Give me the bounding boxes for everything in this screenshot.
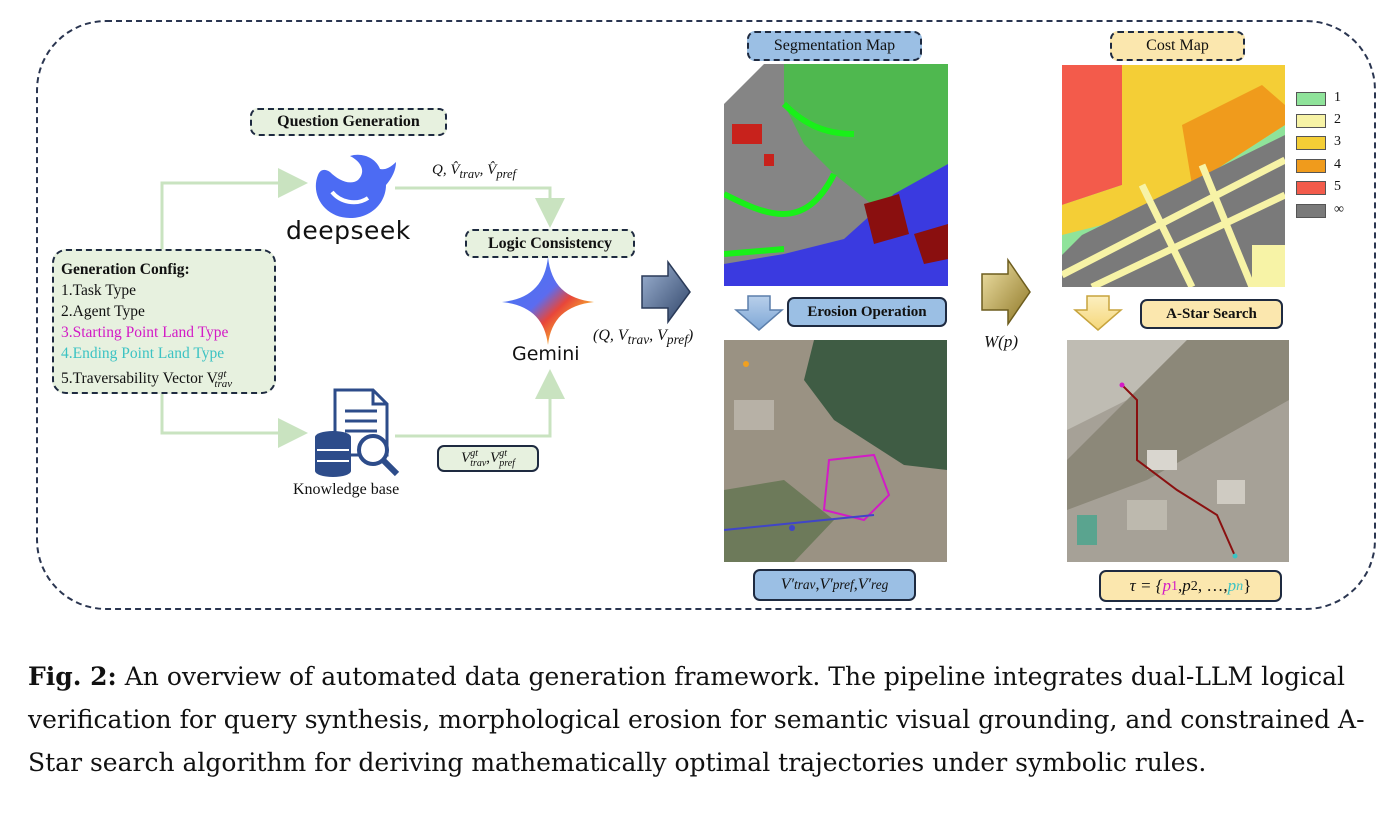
config-item-end: 4.Ending Point Land Type xyxy=(61,345,225,362)
q-tuple-label: (Q, Vtrav, Vpref) xyxy=(593,327,694,348)
config-item-agent: 2.Agent Type xyxy=(61,303,145,320)
question-generation-label: Question Generation xyxy=(277,113,420,130)
legend-label-2: 2 xyxy=(1334,112,1341,127)
caption-text: An overview of automated data generation… xyxy=(28,662,1365,777)
segmentation-map-tag: Segmentation Map xyxy=(747,31,922,61)
a-star-search-label: A-Star Search xyxy=(1166,305,1257,322)
legend-swatch-3 xyxy=(1296,136,1326,150)
gemini-label: Gemini xyxy=(512,343,580,365)
config-item-task: 1.Task Type xyxy=(61,282,137,299)
erosion-satellite-image xyxy=(724,340,947,562)
caption-fig-label: Fig. 2: xyxy=(28,662,117,691)
cost-map-label: Cost Map xyxy=(1146,37,1209,54)
vprime-box: V′trav,V′pref,V′reg xyxy=(753,569,916,601)
config-title: Generation Config: xyxy=(61,261,190,278)
cost-map-tag: Cost Map xyxy=(1110,31,1245,61)
segmentation-map-label: Segmentation Map xyxy=(773,37,896,54)
gemini-node: Gemini xyxy=(498,255,598,375)
gemini-to-seg-arrow xyxy=(641,259,691,325)
config-item-start: 3.Starting Point Land Type xyxy=(61,324,229,341)
logic-consistency-tag: Logic Consistency xyxy=(465,229,635,258)
a-star-search-tag: A-Star Search xyxy=(1140,299,1283,329)
erosion-operation-tag: Erosion Operation xyxy=(787,297,947,327)
config-item-vector: 5.Traversability Vector Vgttrav xyxy=(61,368,233,391)
knowledge-base-label: Knowledge base xyxy=(293,481,400,498)
erosion-operation-label: Erosion Operation xyxy=(807,303,927,320)
generation-config-box: Generation Config: 1.Task Type 2.Agent T… xyxy=(52,249,276,394)
knowledge-base-node: Knowledge base xyxy=(293,385,425,498)
legend-swatch-1 xyxy=(1296,92,1326,106)
figure-caption: Fig. 2: An overview of automated data ge… xyxy=(28,655,1380,784)
logic-consistency-label: Logic Consistency xyxy=(488,234,612,252)
deepseek-label: deepseek xyxy=(286,216,411,245)
deepseek-node: deepseek xyxy=(286,150,410,250)
config-to-deepseek-arrow xyxy=(160,168,308,249)
astar-down-arrow xyxy=(1072,295,1124,331)
legend-swatch-4 xyxy=(1296,159,1326,173)
q-vhat-label: Q, V̂trav, V̂pref xyxy=(432,162,516,181)
erosion-down-arrow xyxy=(733,295,785,331)
legend-label-5: 5 xyxy=(1334,179,1341,194)
cost-map-image xyxy=(1062,65,1285,287)
legend-swatch-inf xyxy=(1296,204,1326,218)
kb-to-gemini-arrow xyxy=(395,369,565,438)
cost-legend: 1 2 3 4 5 ∞ xyxy=(1296,90,1356,232)
legend-label-1: 1 xyxy=(1334,90,1341,105)
question-generation-tag: Question Generation xyxy=(250,108,447,136)
legend-label-3: 3 xyxy=(1334,134,1341,149)
legend-label-inf: ∞ xyxy=(1334,202,1344,217)
whale-icon xyxy=(315,154,396,218)
seg-to-cost-arrow xyxy=(981,257,1031,327)
astar-satellite-image xyxy=(1067,340,1289,562)
segmentation-map-image xyxy=(724,64,948,286)
database-search-icon xyxy=(315,388,400,477)
legend-label-4: 4 xyxy=(1334,157,1341,172)
legend-swatch-5 xyxy=(1296,181,1326,195)
legend-swatch-2 xyxy=(1296,114,1326,128)
wp-label: W(p) xyxy=(984,332,1018,351)
deepseek-to-logic-arrow xyxy=(395,186,565,228)
gemini-star-icon xyxy=(502,257,594,345)
config-to-kb-arrow xyxy=(160,394,308,448)
diagram-frame xyxy=(36,20,1376,610)
